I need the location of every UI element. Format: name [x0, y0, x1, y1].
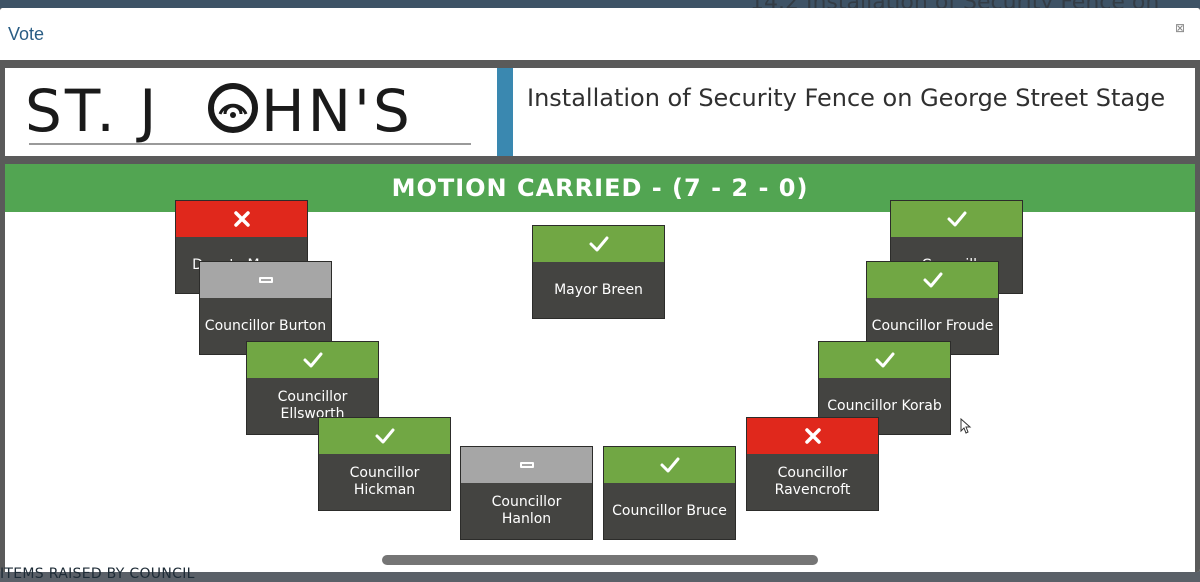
dialog-header: Vote ⊠ — [0, 8, 1200, 60]
minus-icon — [258, 277, 273, 283]
close-icon[interactable]: ⊠ — [1174, 21, 1186, 35]
result-text: MOTION CARRIED - (7 - 2 - 0) — [391, 174, 809, 202]
vote-status — [200, 262, 331, 298]
member-card: Councillor Bruce — [603, 446, 736, 540]
minus-icon — [519, 462, 534, 468]
member-card: Councillor Hanlon — [460, 446, 593, 540]
background-window-strip — [0, 0, 1200, 8]
vote-status — [247, 342, 378, 378]
vote-status — [867, 262, 998, 298]
vote-status — [747, 418, 878, 454]
checkmark-icon — [589, 236, 608, 252]
member-name: Councillor Hanlon — [491, 494, 562, 527]
vote-status — [819, 342, 950, 378]
vote-status — [461, 447, 592, 483]
member-card: Councillor Korab — [818, 341, 951, 435]
member-card: Councillor Ravencroft — [746, 417, 879, 511]
member-card: Councillor Burton — [199, 261, 332, 355]
member-name: Councillor Burton — [204, 317, 327, 334]
vote-status — [176, 201, 307, 237]
vote-status — [533, 226, 664, 262]
member-name: Councillor Korab — [827, 397, 942, 414]
motion-banner: ST. J HN'S Installation of Security Fenc… — [5, 68, 1195, 156]
svg-text:ST. J: ST. J — [25, 77, 159, 145]
checkmark-icon — [303, 352, 322, 368]
member-name: Councillor Hickman — [349, 465, 420, 498]
member-name: Councillor Froude — [871, 317, 994, 334]
horizontal-scrollbar[interactable] — [382, 555, 818, 565]
member-card: Councillor Hickman — [318, 417, 451, 511]
banner-accent-bar — [497, 68, 513, 156]
mouse-cursor-icon — [960, 418, 972, 434]
checkmark-icon — [923, 272, 942, 288]
vote-frame: ST. J HN'S Installation of Security Fenc… — [0, 60, 1200, 572]
checkmark-icon — [947, 211, 966, 227]
vote-status — [891, 201, 1022, 237]
checkmark-icon — [660, 457, 679, 473]
background-section-label: ITEMS RAISED BY COUNCIL — [0, 566, 195, 582]
checkmark-icon — [375, 428, 394, 444]
member-name: Councillor Ravencroft — [774, 465, 851, 498]
member-name: Councillor Bruce — [612, 502, 727, 519]
motion-title: Installation of Security Fence on George… — [527, 84, 1166, 112]
city-logo: ST. J HN'S — [5, 68, 497, 156]
vote-status — [604, 447, 735, 483]
dialog-title: Vote — [8, 24, 45, 44]
x-mark-icon — [804, 428, 821, 444]
vote-area: MOTION CARRIED - (7 - 2 - 0) Deputy Mayo… — [5, 164, 1195, 572]
checkmark-icon — [875, 352, 894, 368]
vote-status — [319, 418, 450, 454]
member-card: Mayor Breen — [532, 225, 665, 319]
vote-dialog: Vote ⊠ ST. J HN'S Installation of — [0, 8, 1200, 572]
st-johns-logo-image: ST. J HN'S — [25, 77, 471, 145]
svg-text:HN'S: HN'S — [261, 77, 413, 145]
member-name: Mayor Breen — [554, 281, 643, 298]
x-mark-icon — [233, 211, 250, 227]
